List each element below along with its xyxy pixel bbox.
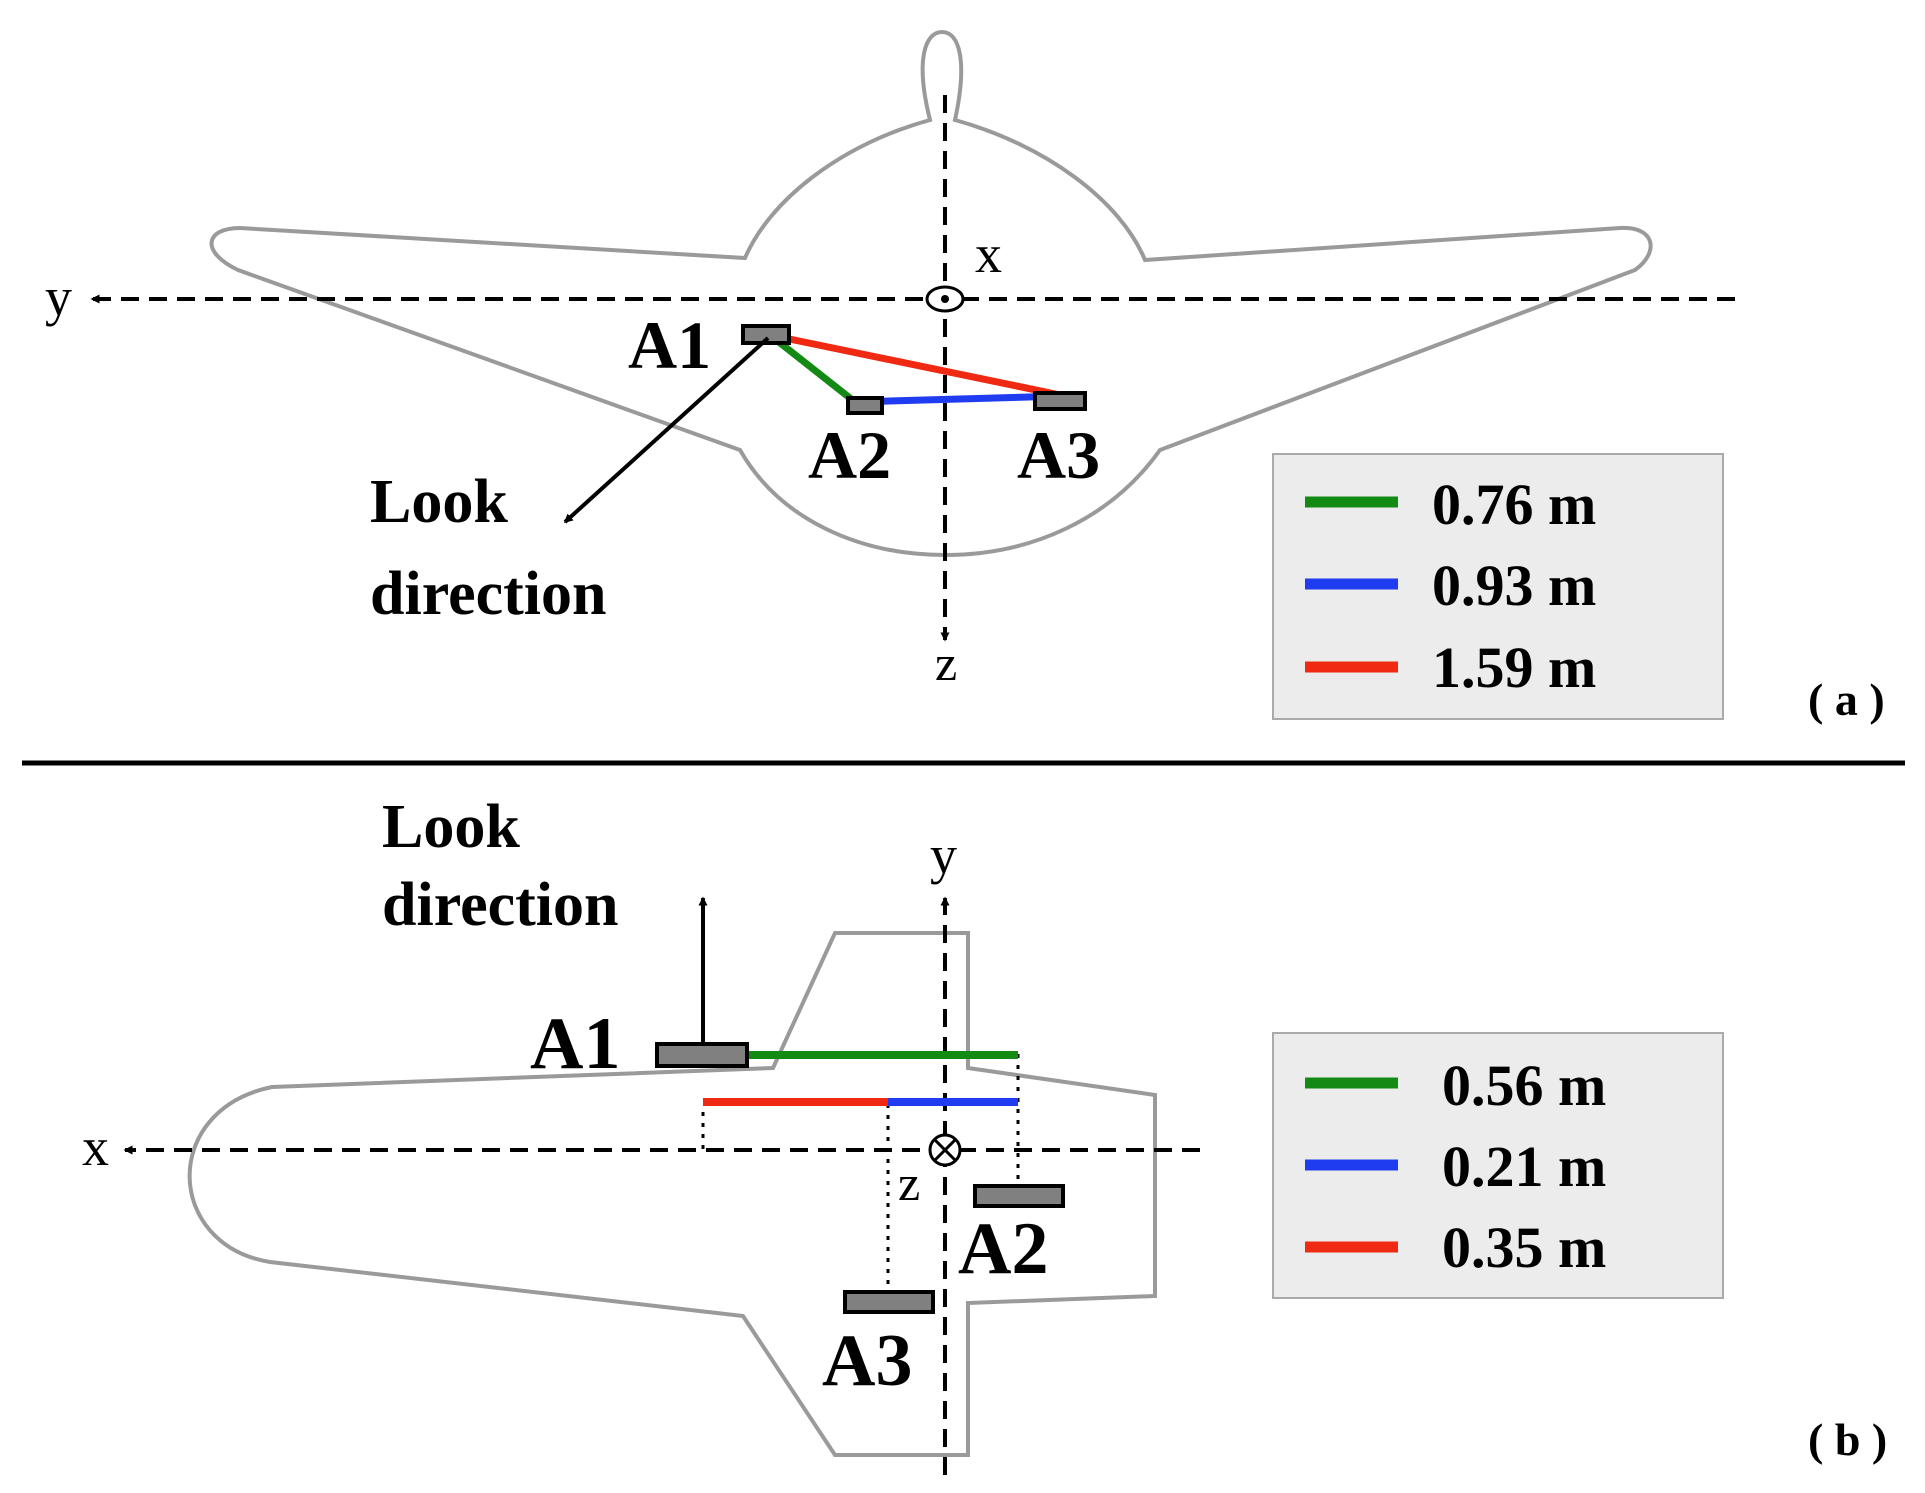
antenna-a2 bbox=[846, 396, 884, 415]
baseline-a1-a3-red bbox=[769, 331, 1066, 400]
antenna-a3 bbox=[1033, 391, 1087, 411]
panel-b: x y z A1 A2 A3 Look direction 0.56 m bbox=[82, 793, 1887, 1475]
axis-label-y-b: y bbox=[930, 825, 957, 885]
legend-label-red-b: 0.35 m bbox=[1442, 1215, 1606, 1280]
antenna-label-a1: A1 bbox=[628, 307, 711, 383]
look-direction-arrow-a bbox=[563, 336, 770, 524]
axis-label-z-a: z bbox=[935, 635, 957, 691]
antenna-a2-b bbox=[973, 1184, 1065, 1208]
baseline-a2-a3-blue bbox=[854, 392, 1066, 406]
axis-label-x-a: x bbox=[975, 224, 1002, 284]
panel-label-a: ( a ) bbox=[1808, 674, 1885, 725]
legend-label-blue-a: 0.93 m bbox=[1432, 553, 1596, 618]
axis-label-x-b: x bbox=[82, 1117, 109, 1177]
airplane-top-outline bbox=[187, 931, 1157, 1457]
panel-a: y x z A1 A2 A3 Look direction 0.76 m 0.9… bbox=[45, 29, 1885, 725]
legend-label-green-a: 0.76 m bbox=[1432, 472, 1596, 537]
antenna-a1-b bbox=[655, 1042, 749, 1068]
antenna-label-a1-b: A1 bbox=[530, 1003, 620, 1085]
z-axis-into-page-symbol bbox=[928, 1133, 962, 1167]
antenna-label-a2-b: A2 bbox=[958, 1208, 1048, 1290]
antenna-label-a3-b: A3 bbox=[822, 1320, 912, 1402]
legend-box-b bbox=[1272, 1032, 1724, 1299]
panel-label-b: ( b ) bbox=[1808, 1414, 1887, 1465]
axis-label-y-a: y bbox=[45, 267, 72, 327]
look-direction-label-line2-a: direction bbox=[370, 560, 607, 628]
legend-b: 0.56 m 0.21 m 0.35 m bbox=[1272, 1032, 1724, 1299]
antenna-label-a3: A3 bbox=[1017, 417, 1100, 493]
x-axis-out-of-page-symbol bbox=[925, 285, 965, 313]
antenna-label-a2: A2 bbox=[808, 417, 891, 493]
legend-label-blue-b: 0.21 m bbox=[1442, 1134, 1606, 1199]
projection-guides bbox=[701, 1054, 1020, 1290]
look-direction-label-line2-b: direction bbox=[382, 871, 619, 939]
legend-label-green-b: 0.56 m bbox=[1442, 1053, 1606, 1118]
antenna-a3-b bbox=[843, 1290, 935, 1314]
legend-label-red-a: 1.59 m bbox=[1432, 635, 1596, 700]
antenna-a1 bbox=[741, 324, 791, 345]
legend-a: 0.76 m 0.93 m 1.59 m bbox=[1272, 453, 1724, 720]
axis-label-z-b: z bbox=[898, 1155, 920, 1211]
baseline-a1-a2-green bbox=[767, 332, 858, 405]
look-direction-label-line1-a: Look bbox=[370, 468, 508, 536]
look-direction-label-line1-b: Look bbox=[382, 793, 520, 861]
